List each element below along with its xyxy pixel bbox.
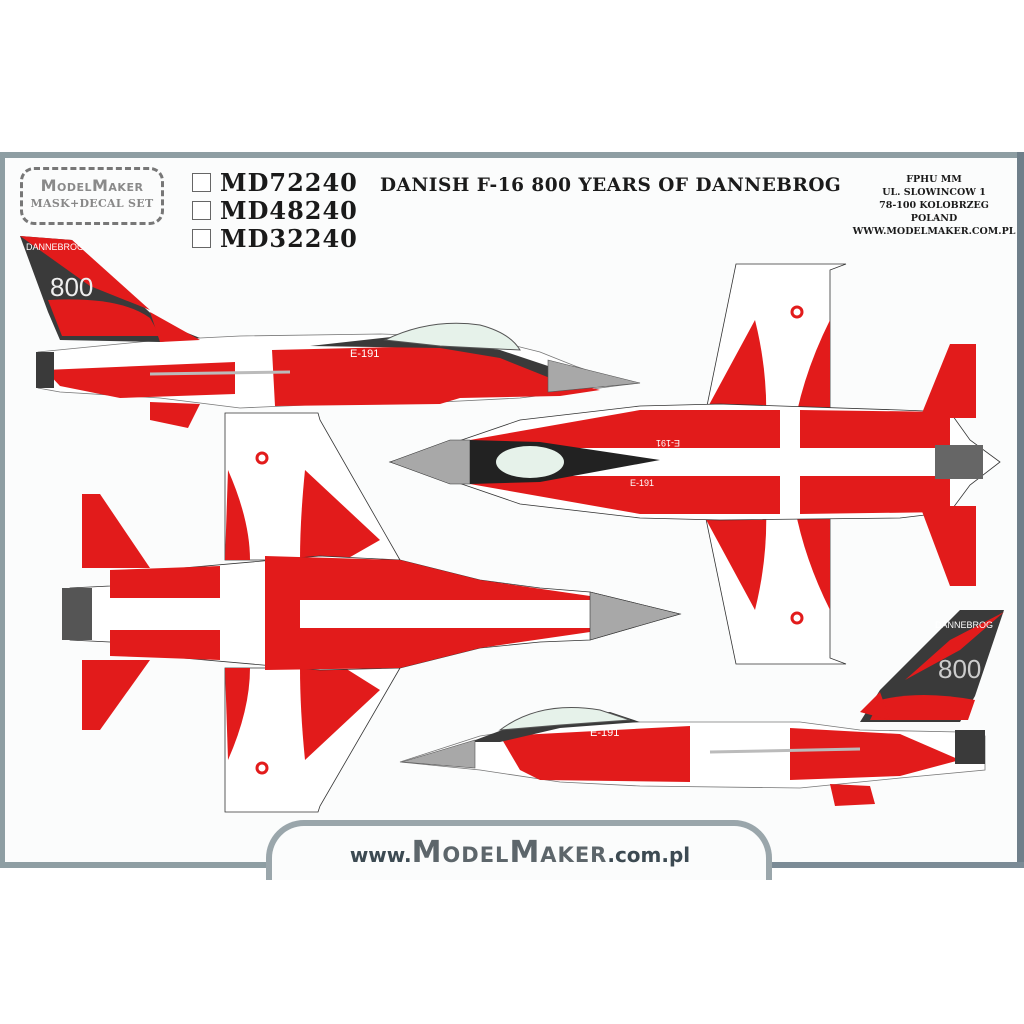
footer-suffix: .com.pl [607,843,691,867]
frame-bottom-right [770,862,1024,868]
tail-text: DANNEBROG [935,620,993,630]
right-profile-view: DANNEBROG 800 E-191 [399,610,1004,806]
footer-banner [266,820,772,880]
bottom-view [62,412,682,813]
footer-prefix: www. [349,843,412,867]
left-profile-view: DANNEBROG 800 E-191 [20,236,641,428]
logo-subtitle: MASK+DECAL SET [30,197,154,210]
checkbox[interactable] [192,228,211,248]
frame-right [1017,152,1024,867]
manufacturer-address: FPHU MM UL. SLOWINCOW 1 78-100 KOLOBRZEG… [846,173,1022,238]
product-code: MD72240 [220,167,358,197]
website-link[interactable]: WWW.MODELMAKER.COM.PL [852,226,1016,237]
product-code: MD48240 [220,195,358,225]
address-line: FPHU MM [906,174,962,185]
address-line: POLAND [910,213,958,224]
tail-number: 800 [50,272,93,302]
serial-number: E-191 [350,348,379,360]
footer-brand: ModelMaker [411,835,608,870]
frame-top [0,152,1024,158]
brand-logo: ModelMaker MASK+DECAL SET [20,167,164,225]
product-code: MD32240 [220,223,358,253]
checkbox[interactable] [192,200,211,220]
product-code-list: MD72240 MD48240 MD32240 [192,167,358,253]
checkbox[interactable] [192,172,211,192]
product-code-row[interactable]: MD48240 [192,195,358,225]
top-view: E-191 E-191 [388,263,1001,665]
frame-bottom-left [0,862,268,868]
footer-website[interactable]: www.ModelMaker.com.pl [270,835,770,870]
sheet-title: DANISH F-16 800 YEARS OF DANNEBROG [380,175,842,196]
address-line: UL. SLOWINCOW 1 [882,187,986,198]
logo-brand: ModelMaker [40,176,144,195]
svg-text:E-191: E-191 [656,438,680,448]
svg-text:E-191: E-191 [630,478,654,488]
tail-text: DANNEBROG [26,242,84,252]
frame-left [0,152,5,867]
address-line: 78-100 KOLOBRZEG [879,200,989,211]
serial-number: E-191 [590,727,619,739]
tail-number: 800 [938,654,981,684]
product-code-row[interactable]: MD32240 [192,223,358,253]
product-code-row[interactable]: MD72240 [192,167,358,197]
